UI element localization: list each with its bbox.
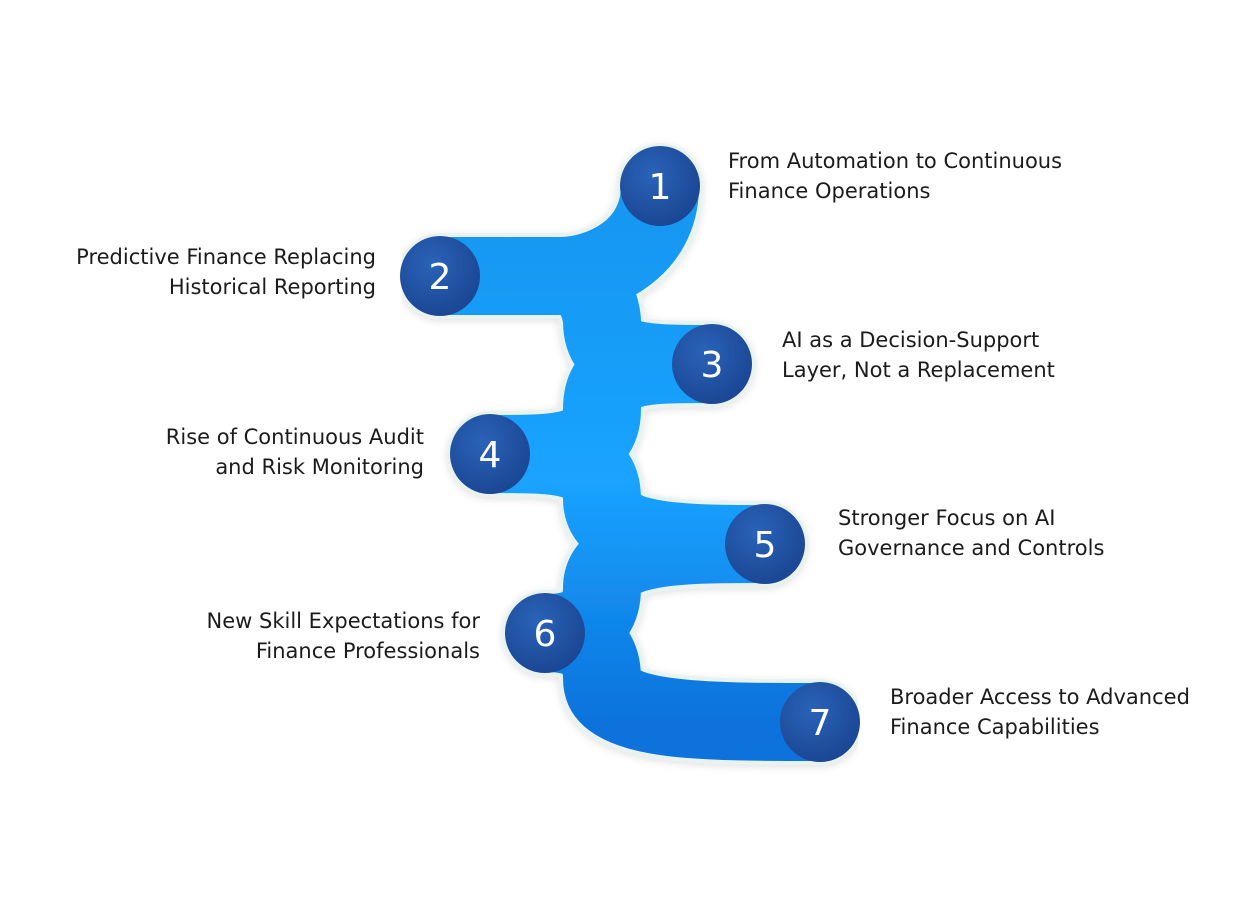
step-label-1: From Automation to Continuous Finance Op… (728, 146, 1062, 206)
step-label-line: AI as a Decision-Support (782, 328, 1040, 352)
step-number-2: 2 (429, 257, 452, 298)
step-label-line: Finance Capabilities (890, 715, 1100, 739)
step-label-line: and Risk Monitoring (215, 455, 424, 479)
step-label-7: Broader Access to Advanced Finance Capab… (890, 682, 1190, 742)
step-circle (780, 682, 860, 762)
step-label-line: Broader Access to Advanced (890, 685, 1190, 709)
step-marker-5: 5 (725, 504, 805, 584)
step-circle (400, 236, 480, 316)
step-circle (450, 414, 530, 494)
step-marker-7: 7 (780, 682, 860, 762)
step-circle (725, 504, 805, 584)
step-label-line: From Automation to Continuous (728, 149, 1063, 173)
step-number-7: 7 (809, 703, 832, 744)
step-marker-2: 2 (400, 236, 480, 316)
step-label-line: Stronger Focus on AI (838, 506, 1056, 530)
step-label-line: Historical Reporting (168, 275, 376, 299)
step-label-line: New Skill Expectations for (206, 609, 480, 633)
step-number-5: 5 (754, 525, 777, 566)
step-label-5: Stronger Focus on AI Governance and Cont… (838, 503, 1104, 563)
step-label-line: Finance Operations (728, 179, 931, 203)
step-circle (672, 324, 752, 404)
step-number-4: 4 (479, 435, 502, 476)
step-marker-4: 4 (450, 414, 530, 494)
step-label-2: Predictive Finance Replacing Historical … (76, 242, 376, 302)
step-label-line: Layer, Not a Replacement (782, 358, 1055, 382)
step-label-line: Governance and Controls (838, 536, 1105, 560)
step-label-4: Rise of Continuous Audit and Risk Monito… (166, 422, 424, 482)
step-label-line: Finance Professionals (255, 639, 480, 663)
step-marker-3: 3 (672, 324, 752, 404)
step-marker-6: 6 (505, 593, 585, 673)
step-marker-1: 1 (620, 146, 700, 226)
step-circle (505, 593, 585, 673)
step-circle (620, 146, 700, 226)
step-number-3: 3 (701, 345, 724, 386)
step-label-3: AI as a Decision-Support Layer, Not a Re… (782, 325, 1055, 385)
step-label-6: New Skill Expectations for Finance Profe… (207, 606, 480, 666)
step-label-line: Predictive Finance Replacing (76, 245, 376, 269)
step-number-1: 1 (649, 167, 672, 208)
step-label-line: Rise of Continuous Audit (165, 425, 424, 449)
step-number-6: 6 (534, 614, 557, 655)
